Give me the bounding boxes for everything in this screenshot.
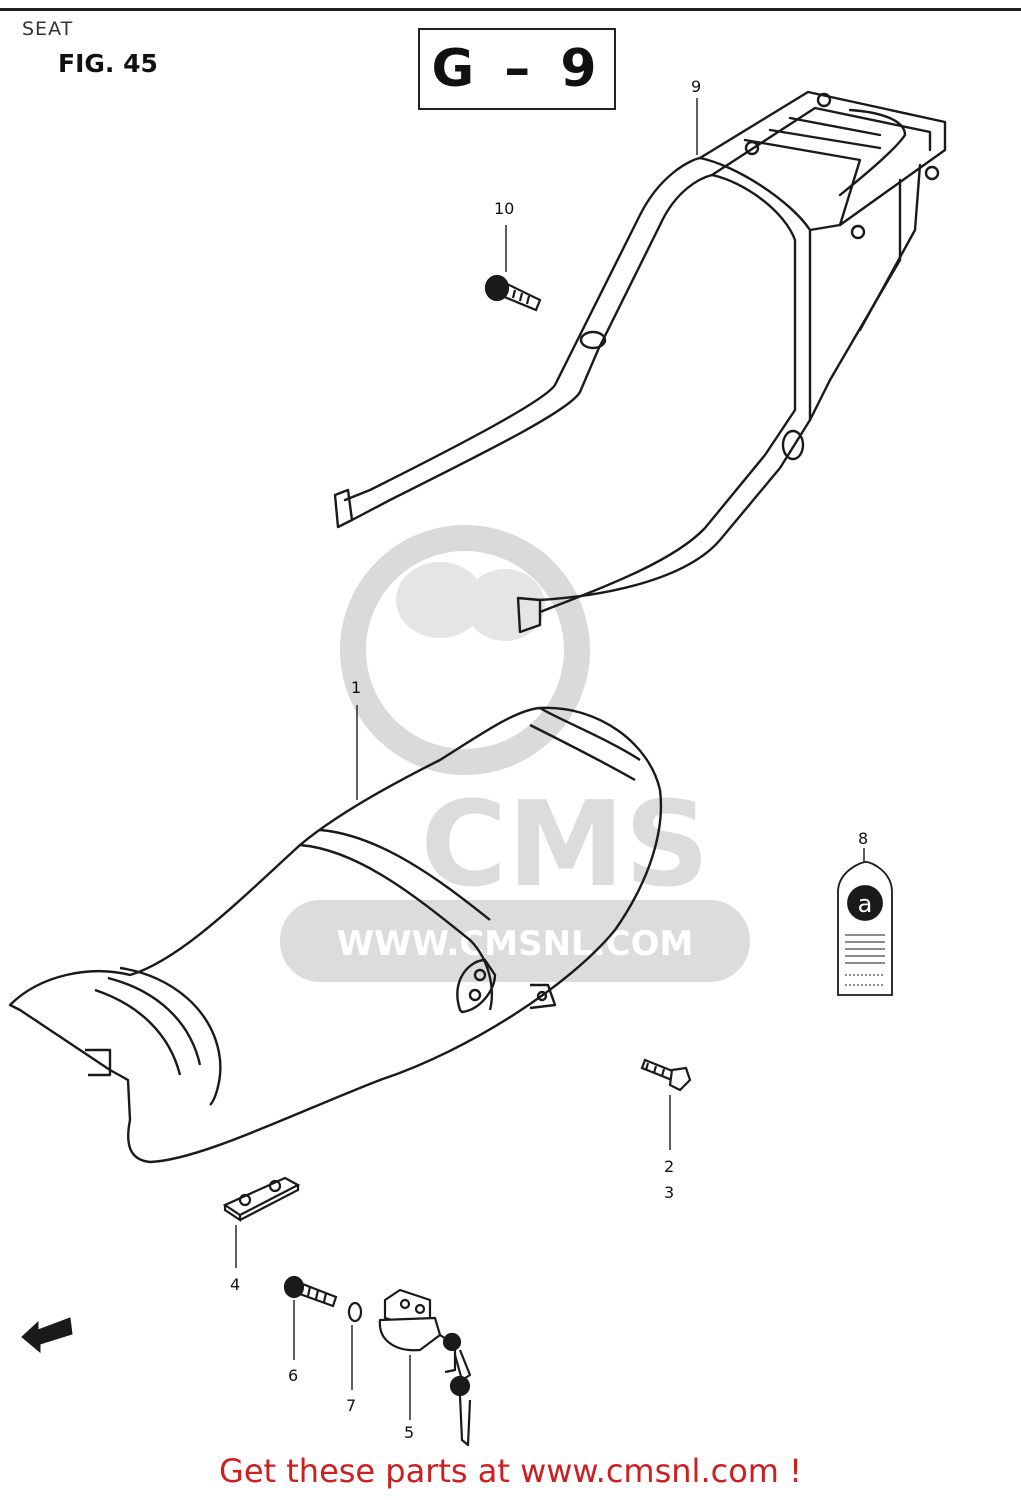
bolt-part-10: [484, 225, 542, 312]
watermark-brand: CMS: [420, 775, 709, 913]
seat-rail-carrier: [333, 90, 947, 634]
callout-2: 2: [664, 1157, 675, 1176]
plate-part-4: [222, 1176, 301, 1268]
callout-7: 7: [346, 1396, 357, 1415]
svg-text:a: a: [858, 890, 873, 918]
cms-watermark: CMS WWW.CMSNL.COM: [280, 525, 750, 982]
callout-5: 5: [404, 1423, 415, 1442]
callout-10: 10: [494, 199, 515, 218]
washer-part-7: [347, 1301, 363, 1390]
callout-4: 4: [230, 1275, 241, 1294]
callout-8: 8: [858, 829, 869, 848]
callout-9: 9: [691, 77, 702, 96]
bolt-part-2-3: [640, 1058, 692, 1150]
callout-6: 6: [288, 1366, 299, 1385]
watermark-url: WWW.CMSNL.COM: [337, 924, 694, 964]
figure-label: FIG. 45: [58, 49, 158, 78]
callout-3: 3: [664, 1183, 675, 1202]
top-rule: [0, 8, 1021, 11]
screw-part-6: [283, 1275, 338, 1360]
front-direction-arrow-icon: [21, 1317, 73, 1354]
warning-tag-part-8: a: [837, 848, 893, 996]
callout-1: 1: [351, 678, 362, 697]
seat-part-1: [8, 705, 663, 1164]
seat-lock-part-5: [378, 1288, 472, 1447]
section-title: SEAT: [22, 18, 74, 40]
footer-cta-link[interactable]: Get these parts at www.cmsnl.com !: [219, 1452, 802, 1490]
group-code-box: G – 9: [418, 28, 616, 110]
